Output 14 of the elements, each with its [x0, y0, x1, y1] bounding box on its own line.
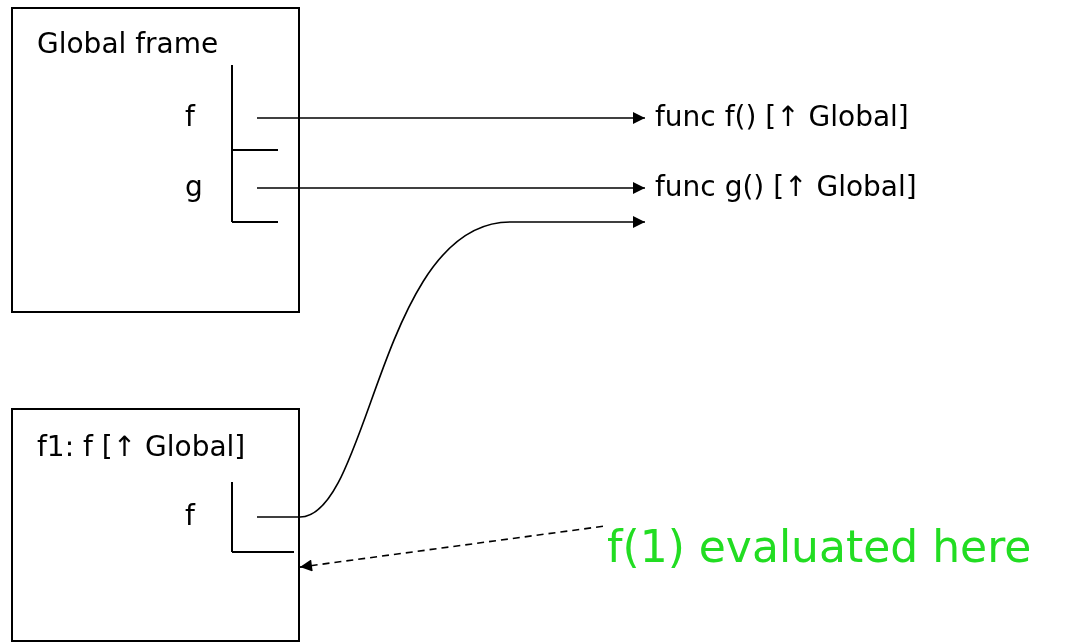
arrow: [299, 525, 604, 572]
arrow: [256, 216, 646, 518]
function-label: func g() [↑ Global]: [655, 170, 917, 204]
frame-title: f1: f [↑ Global]: [37, 430, 246, 464]
arrow: [256, 182, 646, 194]
variable-name: g: [185, 170, 203, 204]
function-label: func f() [↑ Global]: [655, 100, 909, 134]
note-text: f(1) evaluated here: [607, 521, 1032, 573]
frame-title: Global frame: [37, 27, 219, 61]
variable-name: f: [185, 499, 195, 533]
variable-name: f: [185, 100, 195, 134]
frame-box: [11, 7, 300, 313]
arrow: [256, 112, 646, 124]
frame-box: [11, 408, 300, 642]
